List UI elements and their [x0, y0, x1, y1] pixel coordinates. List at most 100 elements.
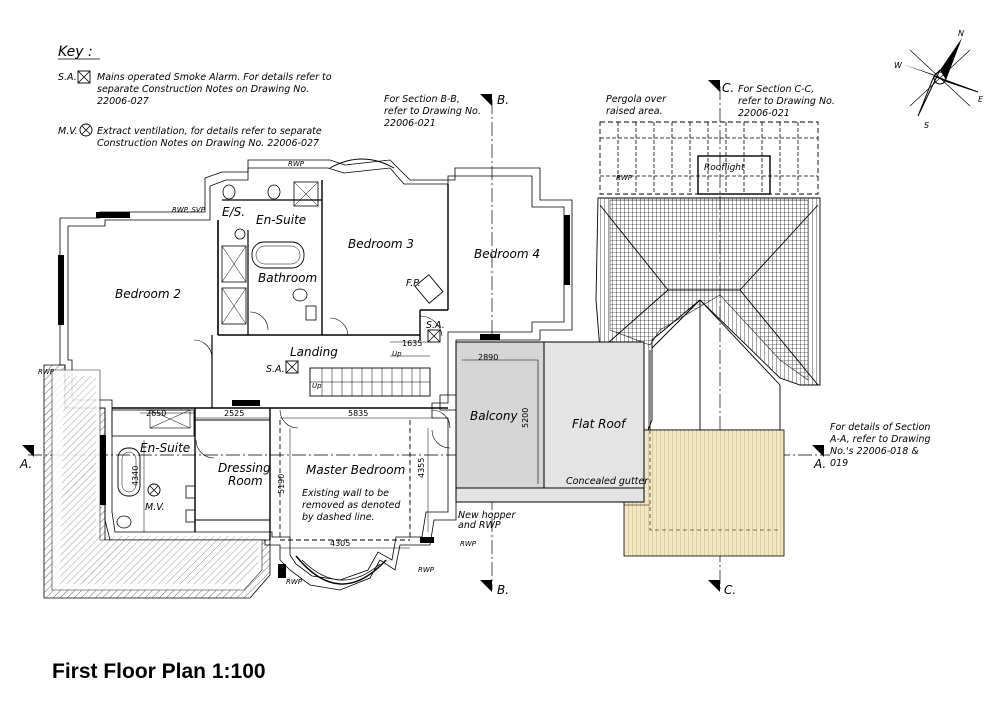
key-title: Key : [58, 44, 93, 60]
room-bedroom-4: Bedroom 4 [474, 247, 540, 261]
dim-5200: 5200 [521, 408, 530, 428]
basin-icon [234, 228, 246, 240]
section-aa-note-4: 019 [830, 458, 848, 469]
pitched-roof [595, 197, 821, 557]
room-labels: Bedroom 2 Bedroom 3 Bedroom 4 Bathroom E… [115, 205, 540, 523]
room-landing: Landing [290, 345, 338, 359]
room-en-suite-top: En-Suite [256, 213, 306, 227]
rooflight-label: Rooflight [704, 163, 745, 173]
existing-wall-note-2: removed as denoted [302, 500, 401, 511]
section-bb-note-2: refer to Drawing No. [384, 106, 481, 117]
key-mv-line1: Extract ventilation, for details refer t… [97, 126, 322, 137]
smoke-alarm-icon [285, 360, 299, 374]
extract-vent-icon [147, 483, 161, 497]
new-hopper-note-2: and RWP [458, 520, 501, 531]
dim-1635: 1635 [402, 339, 422, 348]
fireplace-icon [414, 274, 444, 304]
wc-icon [116, 515, 132, 529]
terrace-hatching [43, 364, 271, 599]
smoke-alarm-icon [77, 70, 91, 84]
room-balcony: Balcony [470, 409, 518, 423]
section-aa-note-2: A-A, refer to Drawing [829, 434, 931, 445]
pergola: Rooflight Pergola over raised area. [599, 94, 819, 195]
section-b-top: B. [497, 93, 509, 107]
rwp-tag: RWP [418, 566, 435, 574]
key-sa-line2: separate Construction Notes on Drawing N… [97, 84, 309, 95]
smoke-alarm-icon [427, 329, 441, 343]
key-sa-line3: 22006-027 [97, 96, 149, 107]
pergola-label-2: raised area. [606, 106, 663, 117]
rooflight [697, 155, 771, 195]
room-en-suite-bottom: En-Suite [140, 441, 190, 455]
section-cc-note-2: refer to Drawing No. [738, 96, 835, 107]
sa-tag-bedroom4: S.A. [426, 320, 445, 331]
section-aa-note-3: No.'s 22006-018 & [830, 446, 919, 457]
section-b-bottom: B. [497, 583, 509, 597]
section-aa-note-1: For details of Section [830, 422, 930, 433]
concealed-gutter-label: Concealed gutter [566, 476, 649, 487]
section-cc-note-3: 22006-021 [738, 108, 790, 119]
existing-wall-note-3: by dashed line. [302, 512, 375, 523]
rwp-tag: RWP [38, 368, 55, 376]
new-hopper-note-1: New hopper [458, 510, 516, 521]
section-cc-note-1: For Section C-C, [738, 84, 814, 95]
section-a-left: A. [19, 457, 32, 471]
dim-5190: 5190 [277, 474, 286, 494]
shower-tray-icon [293, 181, 319, 207]
basin-icon [305, 305, 317, 321]
up-tag: Up [312, 382, 322, 390]
room-bedroom-3: Bedroom 3 [348, 237, 414, 251]
section-bb-note-1: For Section B-B, [384, 94, 460, 105]
section-c-bottom: C. [724, 583, 736, 597]
section-a-right: A. [813, 457, 826, 471]
wc-icon [222, 184, 236, 200]
bath-icon [251, 241, 305, 269]
lower-roof-area [623, 429, 785, 557]
section-c-top: C. [722, 81, 734, 95]
room-flat-roof: Flat Roof [572, 417, 627, 431]
compass-w: W [894, 61, 903, 70]
sa-tag-landing: S.A. [266, 364, 285, 375]
up-tag: Up [392, 350, 402, 358]
balcony-flat-roof: Balcony Flat Roof Concealed gutter 2890 … [455, 341, 649, 503]
room-bedroom-2: Bedroom 2 [115, 287, 181, 301]
annotation-tags: RWP RWP, SVP RWP RWP RWP RWP RWP F.P. S.… [38, 160, 633, 586]
dim-4355: 4355 [417, 458, 426, 478]
dim-5835: 5835 [348, 409, 368, 418]
compass-rose-icon: N E S W [894, 29, 984, 130]
dim-2890: 2890 [478, 353, 498, 362]
rwp-tag: RWP [460, 540, 477, 548]
key-mv-symbol: M.V. [58, 126, 78, 137]
fp-tag: F.P. [406, 278, 421, 289]
key-sa-symbol: S.A. [58, 72, 77, 83]
section-bb-note-3: 22006-021 [384, 118, 436, 129]
dim-2650: 2650 [146, 409, 166, 418]
mv-tag: M.V. [145, 502, 165, 513]
bath-icon [117, 447, 141, 497]
basin-icon [185, 509, 196, 523]
dimensions: 2650 2525 5835 4340 5190 4355 4305 1635 [131, 339, 432, 549]
pergola-label-1: Pergola over [606, 94, 667, 105]
staircase [309, 341, 431, 397]
room-master-bedroom: Master Bedroom [306, 463, 405, 477]
existing-wall-note-1: Existing wall to be [302, 488, 389, 499]
key-mv-line2: Construction Notes on Drawing No. 22006-… [97, 138, 319, 149]
room-bathroom: Bathroom [258, 271, 317, 285]
compass-s: S [924, 121, 929, 130]
rwp-tag: RWP [286, 578, 303, 586]
basin-icon [185, 485, 196, 499]
room-dressing-1: Dressing [218, 461, 271, 475]
rwp-svp-tag: RWP, SVP [172, 206, 206, 214]
key-sa-line1: Mains operated Smoke Alarm. For details … [97, 72, 332, 83]
wc-icon [267, 184, 281, 200]
extract-vent-icon [79, 123, 93, 137]
dim-4340: 4340 [131, 466, 140, 486]
shower-tray-icon [221, 287, 247, 325]
dim-2525: 2525 [224, 409, 244, 418]
room-dressing-2: Room [228, 474, 263, 488]
dim-4305: 4305 [330, 539, 350, 548]
key-legend: Key : S.A. Mains operated Smoke Alarm. F… [58, 44, 332, 149]
room-es: E/S. [222, 205, 245, 219]
compass-e: E [978, 95, 984, 104]
